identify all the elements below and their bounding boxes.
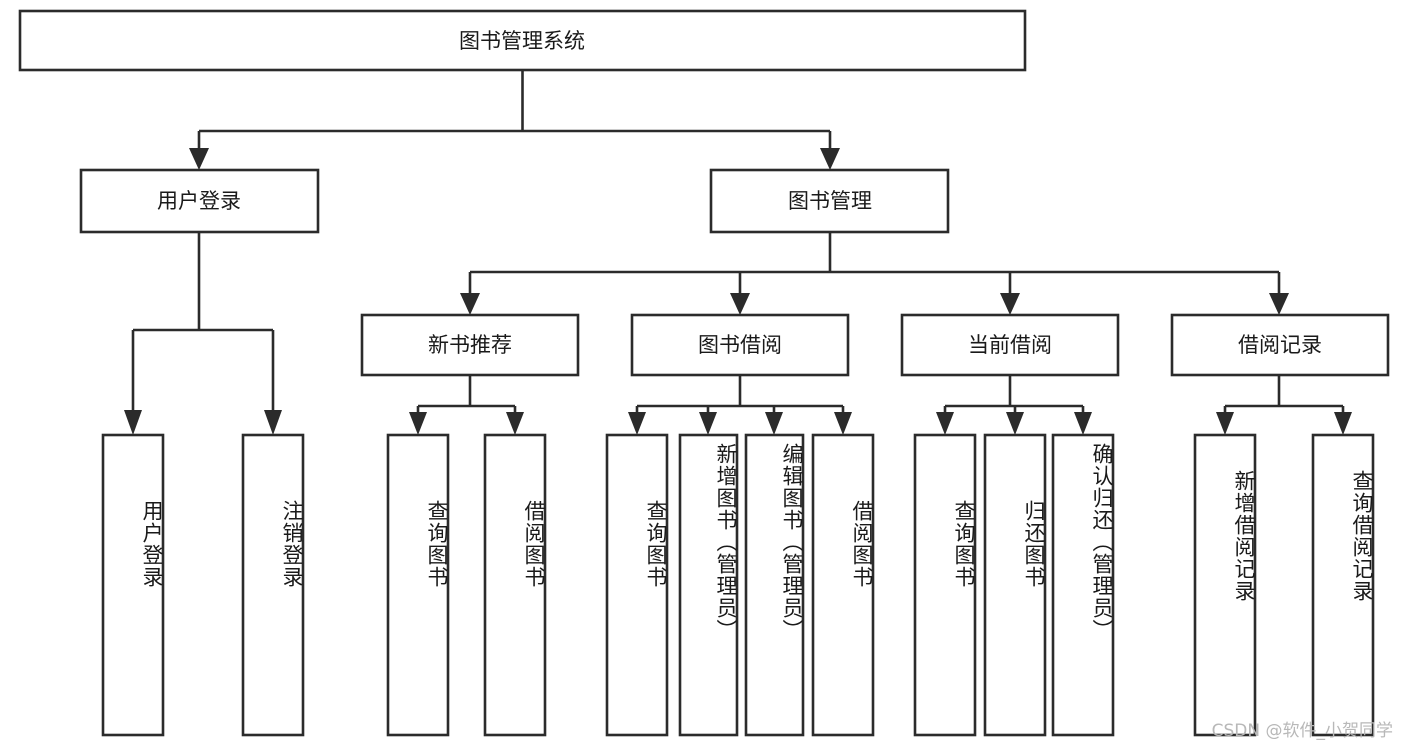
node-leaf-query-book-2[interactable]: [605, 433, 669, 737]
node-leaf-query-borrow-record[interactable]: [1311, 433, 1375, 737]
node-current-borrow-label: 当前借阅: [968, 333, 1052, 357]
connector-bookborrow-to-leaves: [628, 375, 852, 435]
connector-bookmgmt-to-level3: [460, 232, 1289, 315]
node-leaf-confirm-return-admin[interactable]: [1051, 433, 1115, 737]
connector-borrowrecord-to-leaves: [1216, 375, 1352, 435]
node-book-management-label: 图书管理: [788, 189, 872, 213]
node-book-management[interactable]: 图书管理: [709, 168, 950, 234]
node-leaf-return-book[interactable]: [983, 433, 1047, 737]
node-leaf-user-login[interactable]: [101, 433, 165, 737]
node-leaf-query-book-3[interactable]: [913, 433, 977, 737]
node-leaf-query-book-1[interactable]: [386, 433, 450, 737]
node-borrow-record[interactable]: 借阅记录: [1170, 313, 1390, 377]
node-user-login-label: 用户登录: [157, 189, 241, 213]
node-current-borrow[interactable]: 当前借阅: [900, 313, 1120, 377]
node-leaf-logout[interactable]: [241, 433, 305, 737]
node-new-book-recommend[interactable]: 新书推荐: [360, 313, 580, 377]
connector-newbook-to-leaves: [409, 375, 524, 435]
node-new-book-recommend-label: 新书推荐: [428, 333, 512, 357]
connector-currentborrow-to-leaves: [936, 375, 1092, 435]
node-leaf-add-book-admin[interactable]: [678, 433, 739, 737]
node-borrow-record-label: 借阅记录: [1238, 333, 1322, 357]
node-book-borrow-label: 图书借阅: [698, 333, 782, 357]
node-user-login[interactable]: 用户登录: [79, 168, 320, 234]
node-root[interactable]: 图书管理系统: [18, 9, 1027, 72]
connector-userlogin-to-leaves: [124, 232, 282, 435]
node-book-borrow[interactable]: 图书借阅: [630, 313, 850, 377]
node-leaf-borrow-book-1[interactable]: [483, 433, 547, 737]
connector-root-to-level2: [189, 70, 840, 170]
node-leaf-add-borrow-record[interactable]: [1193, 433, 1257, 737]
node-root-label: 图书管理系统: [459, 29, 585, 53]
node-leaf-edit-book-admin[interactable]: [744, 433, 805, 737]
node-leaf-borrow-book-2[interactable]: [811, 433, 875, 737]
